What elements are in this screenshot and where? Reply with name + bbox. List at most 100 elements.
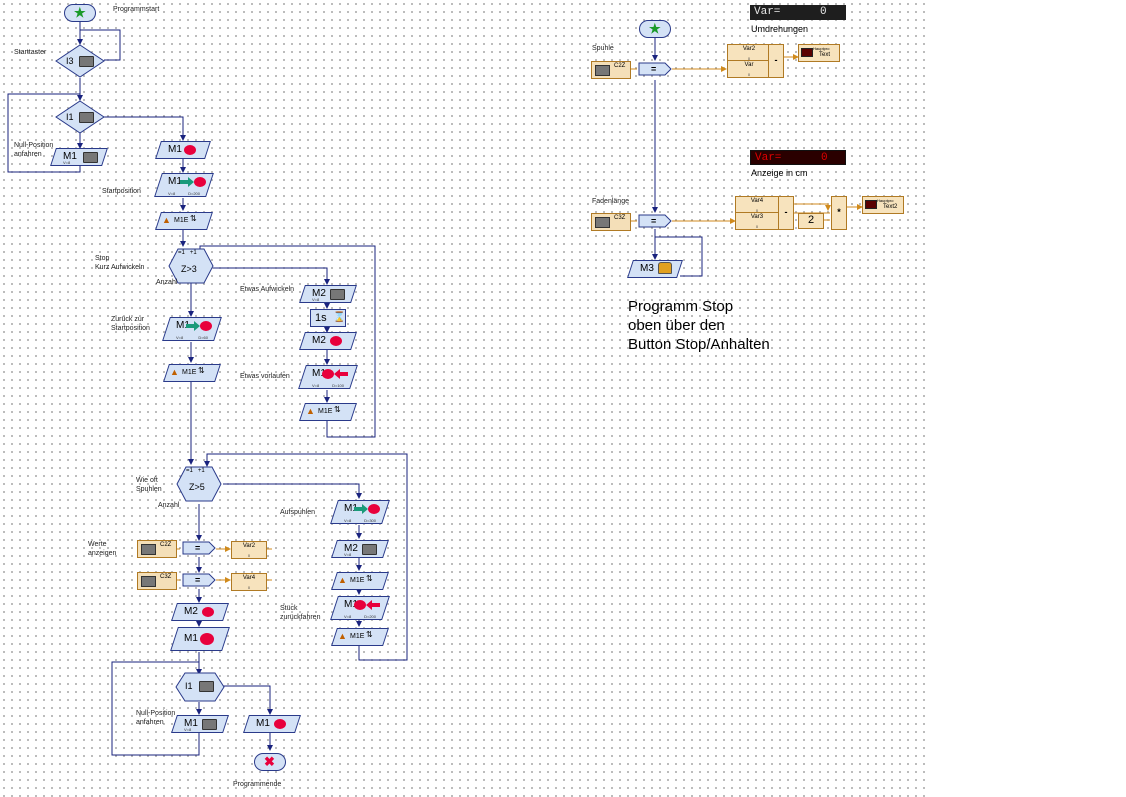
wait-m1e-1[interactable]: ▲ M1E ⇅ xyxy=(155,212,213,230)
arrow-left-icon xyxy=(366,600,380,610)
end-terminal[interactable]: ✖ xyxy=(254,753,286,771)
label-etwas-vorlaufen: Etwas vorlaufen xyxy=(240,373,290,380)
display-icon xyxy=(801,48,813,57)
display-anzeige: Var= 0 xyxy=(750,150,846,165)
counter-z5[interactable]: =1 +1 Z>5 xyxy=(176,466,222,502)
assign-eq-b[interactable]: = xyxy=(182,573,216,587)
motor-m1-stop-red[interactable]: M1 xyxy=(170,627,230,651)
stop-icon xyxy=(194,177,206,187)
caption-umdrehungen: Umdrehungen xyxy=(751,24,809,34)
motor-m1-back[interactable]: M1 V=8 D=60 xyxy=(162,317,222,341)
counter-icon xyxy=(141,576,156,587)
assign-eq-a[interactable]: = xyxy=(182,541,216,555)
connection-lines xyxy=(7,22,863,756)
flag-icon: ▲ xyxy=(162,215,171,225)
label-etwas-aufwickeln: Etwas Aufwickeln xyxy=(240,286,295,293)
pulse-icon: ⇅ xyxy=(198,366,205,375)
stop-icon xyxy=(202,607,214,617)
note-programm-stop: Programm Stop oben über den Button Stop/… xyxy=(628,298,770,353)
label-programmstart: Programmstart xyxy=(113,6,160,13)
counter-icon xyxy=(141,544,156,555)
arrow-right-icon xyxy=(180,177,194,187)
label-startposition: Startposition xyxy=(102,188,141,195)
motor-m3[interactable]: M3 xyxy=(627,260,683,278)
motor-m2-stop-2[interactable]: M2 xyxy=(171,603,229,621)
arrow-right-icon xyxy=(186,321,200,331)
var-var2-a[interactable]: Var2 0 xyxy=(231,541,267,559)
arrow-left-icon xyxy=(334,369,348,379)
motor-m2-stop[interactable]: M2 xyxy=(299,332,357,350)
stop-icon xyxy=(322,369,334,379)
text-output-a[interactable]: Hauptpro Text xyxy=(798,44,840,62)
stop-icon xyxy=(354,600,366,610)
start-icon: ★ xyxy=(74,5,86,20)
op-minus-a[interactable]: - xyxy=(768,44,784,78)
motor-icon xyxy=(202,719,217,730)
lamp-icon xyxy=(658,262,672,274)
var-var4-a[interactable]: Var4 0 xyxy=(231,573,267,591)
arrow-right-icon xyxy=(354,504,368,514)
counter-c2z-b[interactable]: C2Z xyxy=(591,61,631,79)
wait-m1e-5[interactable]: ▲ M1E ⇅ xyxy=(331,628,389,646)
pulse-icon: ⇅ xyxy=(190,214,197,223)
var-var3-b[interactable]: Var3 0 xyxy=(735,212,779,230)
start-terminal-right[interactable]: ★ xyxy=(639,20,671,38)
counter-z3[interactable]: =1 +1 Z>3 xyxy=(168,248,214,284)
counter-z3-top: =1 +1 xyxy=(178,250,197,256)
counter-c3z-a[interactable]: C3Z xyxy=(137,572,177,590)
stop-icon xyxy=(200,321,212,331)
start-terminal[interactable]: ★ xyxy=(64,4,96,22)
motor-m1-stop-1[interactable]: M1 xyxy=(155,141,211,159)
assign-eq-c[interactable]: = xyxy=(638,62,672,76)
branch-i1-label: I1 xyxy=(66,112,74,122)
motor-m1-startposition[interactable]: M1 V=8 D=200 xyxy=(154,173,214,197)
counter-z5-top: =1 +1 xyxy=(186,468,205,474)
label-anzahl-2: Anzahl xyxy=(158,502,180,509)
flag-icon: ▲ xyxy=(170,367,179,377)
caption-anzeige: Anzeige in cm xyxy=(751,168,808,178)
counter-c2z-a[interactable]: C2Z xyxy=(137,540,177,558)
motor-m1-rueck[interactable]: M1 V=8 D=200 xyxy=(330,596,390,620)
display-icon xyxy=(865,200,877,209)
branch-i1b-label: I1 xyxy=(185,681,193,691)
wait-m1e-2[interactable]: ▲ M1E ⇅ xyxy=(163,364,221,382)
motor-m1-auf[interactable]: M1 V=8 D=300 xyxy=(330,500,390,524)
display-umdrehungen: Var= 0 xyxy=(750,5,846,20)
label-anzahl-1: Anzahl xyxy=(156,279,178,286)
motor-m1-end[interactable]: M1 xyxy=(243,715,301,733)
const-2[interactable]: 2 xyxy=(798,213,824,229)
text-output-2[interactable]: Hauptpro Text2 xyxy=(862,196,904,214)
branch-i1-bottom[interactable]: I1 xyxy=(175,672,225,702)
flag-icon: ▲ xyxy=(338,631,347,641)
motor-m1-null2[interactable]: M1 V=8 xyxy=(171,715,229,733)
op-minus-b[interactable]: - xyxy=(778,196,794,230)
counter-icon xyxy=(595,65,610,76)
wait-m1e-4[interactable]: ▲ M1E ⇅ xyxy=(331,572,389,590)
stop-icon: ✖ xyxy=(264,754,275,769)
wait-m1e-3[interactable]: ▲ M1E ⇅ xyxy=(299,403,357,421)
motor-m1-null[interactable]: M1 V=8 xyxy=(50,148,108,166)
op-multiply[interactable]: * xyxy=(831,196,847,230)
start-icon: ★ xyxy=(649,21,661,36)
branch-i3[interactable]: I3 xyxy=(55,44,105,78)
assign-eq-d[interactable]: = xyxy=(638,214,672,228)
motor-m2-c[interactable]: M2 V=8 xyxy=(331,540,389,558)
stop-icon xyxy=(330,336,342,346)
label-programmende: Programmende xyxy=(233,781,282,788)
label-spuhle: Spuhle xyxy=(592,45,614,52)
var-var-b[interactable]: Var 0 xyxy=(727,60,771,78)
branch-i1[interactable]: I1 xyxy=(55,100,105,134)
wait-1s[interactable]: 1s ⌛ xyxy=(310,309,346,327)
blank-area xyxy=(928,0,1126,797)
hourglass-icon: ⌛ xyxy=(333,312,346,323)
motor-m1-vor[interactable]: M1 V=8 D=100 xyxy=(298,365,358,389)
switch-icon xyxy=(79,112,94,123)
stop-icon xyxy=(184,145,196,155)
counter-z3-label: Z>3 xyxy=(181,264,197,274)
counter-c3z-b[interactable]: C3Z xyxy=(591,213,631,231)
motor-m2-a[interactable]: M2 V=8 xyxy=(299,285,357,303)
